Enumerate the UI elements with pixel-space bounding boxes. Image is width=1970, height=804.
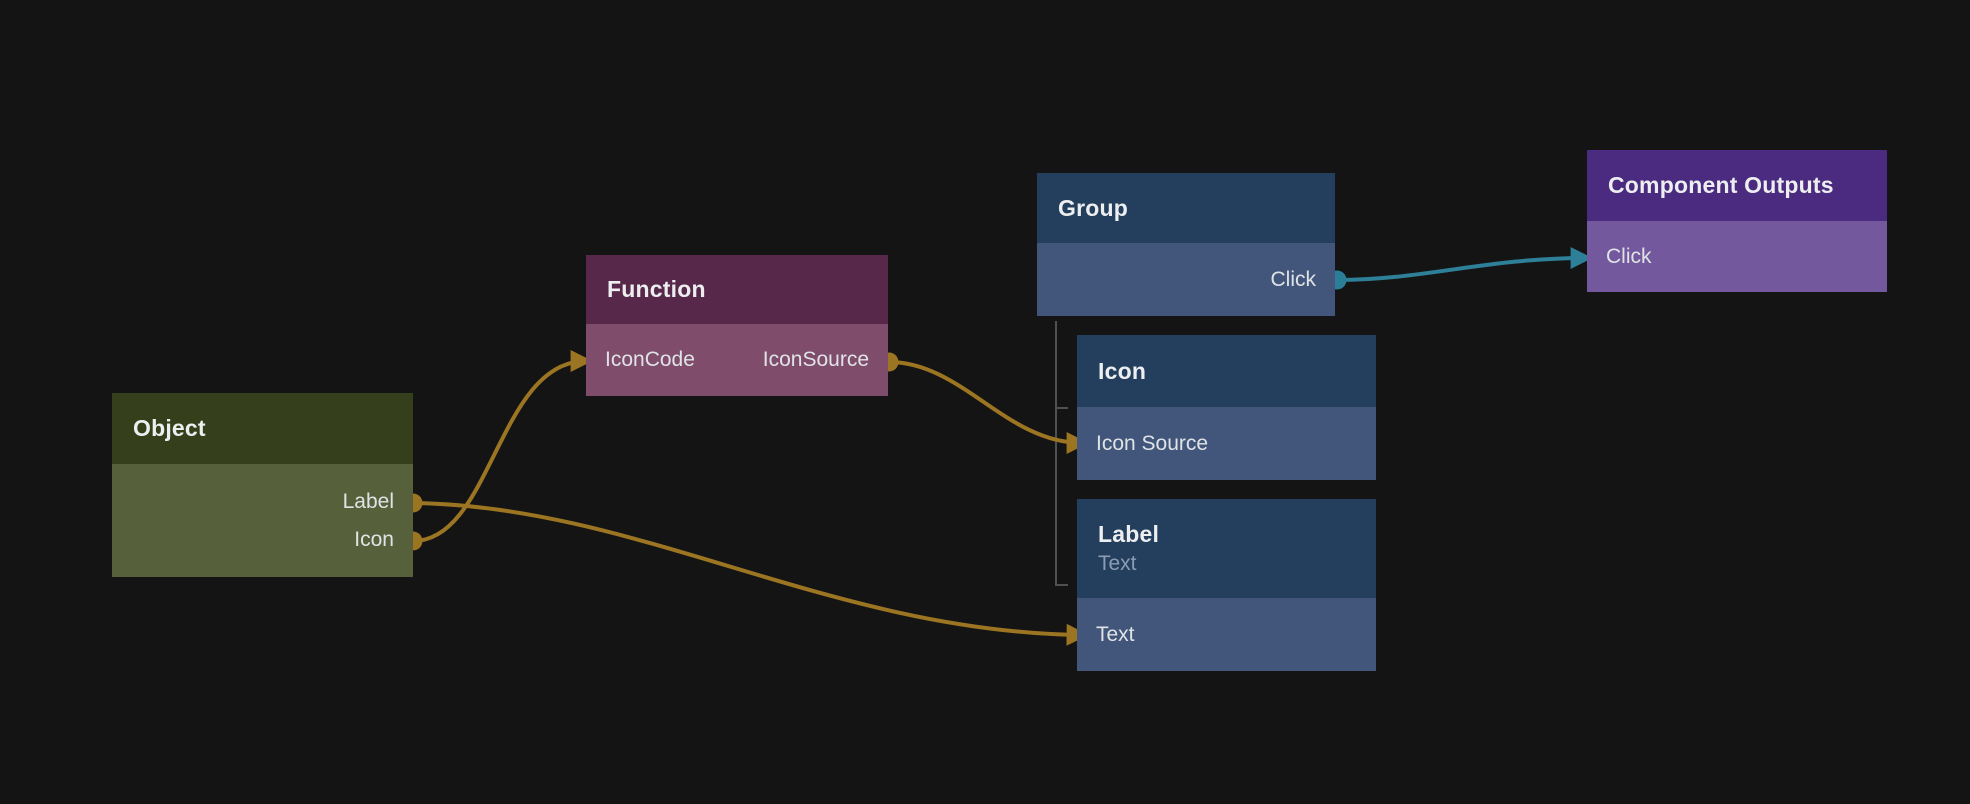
- port-label-text[interactable]: Text: [1077, 598, 1376, 671]
- port-object-label[interactable]: Label: [112, 483, 413, 521]
- wire-object-icon-to-function-iconcode[interactable]: [412, 350, 593, 543]
- node-object[interactable]: Object Label Icon: [112, 393, 413, 577]
- wire-object-label-to-label-text[interactable]: [412, 501, 1089, 646]
- node-label-body: Text: [1077, 598, 1376, 671]
- port-object-icon[interactable]: Icon: [112, 521, 413, 559]
- node-group-title: Group: [1058, 194, 1128, 221]
- node-icon-title: Icon: [1098, 357, 1147, 384]
- node-component-outputs-title: Component Outputs: [1608, 172, 1834, 198]
- node-object-title: Object: [133, 415, 206, 441]
- port-icon-iconsource[interactable]: Icon Source: [1077, 407, 1376, 480]
- port-group-click[interactable]: Click: [1037, 243, 1335, 316]
- port-object-icon-text: Icon: [354, 527, 394, 551]
- node-function[interactable]: Function IconCode IconSource: [586, 255, 888, 396]
- port-function-iconsource[interactable]: IconSource: [762, 348, 869, 371]
- port-component-outputs-click-text: Click: [1606, 244, 1652, 268]
- node-component-outputs[interactable]: Component Outputs Click: [1587, 150, 1887, 292]
- node-label-title: Label: [1098, 521, 1160, 547]
- node-function-body: IconCode IconSource: [586, 324, 888, 396]
- wire-function-iconsource-to-icon-iconsource[interactable]: [888, 360, 1089, 454]
- node-group-body: Click: [1037, 243, 1335, 316]
- port-component-outputs-click[interactable]: Click: [1587, 221, 1887, 292]
- port-label-text-text: Text: [1096, 622, 1135, 646]
- node-icon[interactable]: Icon Icon Source: [1077, 335, 1376, 480]
- wire-group-click-to-component-outputs-click[interactable]: [1336, 247, 1593, 282]
- node-component-outputs-header[interactable]: Component Outputs: [1587, 150, 1887, 221]
- port-object-label-text: Label: [342, 489, 394, 513]
- node-label-subtitle: Text: [1098, 552, 1137, 575]
- node-function-header[interactable]: Function: [586, 255, 888, 324]
- node-icon-header[interactable]: Icon: [1077, 335, 1376, 407]
- node-icon-body: Icon Source: [1077, 407, 1376, 480]
- node-group-header[interactable]: Group: [1037, 173, 1335, 243]
- port-function-iconcode[interactable]: IconCode: [605, 348, 695, 371]
- port-icon-iconsource-text: Icon Source: [1096, 431, 1209, 455]
- node-label-header[interactable]: Label Text: [1077, 499, 1376, 598]
- node-group[interactable]: Group Click: [1037, 173, 1335, 316]
- port-row-function: IconCode IconSource: [586, 324, 888, 396]
- port-group-click-text: Click: [1270, 267, 1317, 291]
- node-component-outputs-body: Click: [1587, 221, 1887, 292]
- node-object-body: Label Icon: [112, 464, 413, 577]
- node-object-header[interactable]: Object: [112, 393, 413, 464]
- hierarchy-bracket-line: [1055, 321, 1068, 586]
- node-label[interactable]: Label Text Text: [1077, 499, 1376, 671]
- node-function-title: Function: [607, 276, 706, 302]
